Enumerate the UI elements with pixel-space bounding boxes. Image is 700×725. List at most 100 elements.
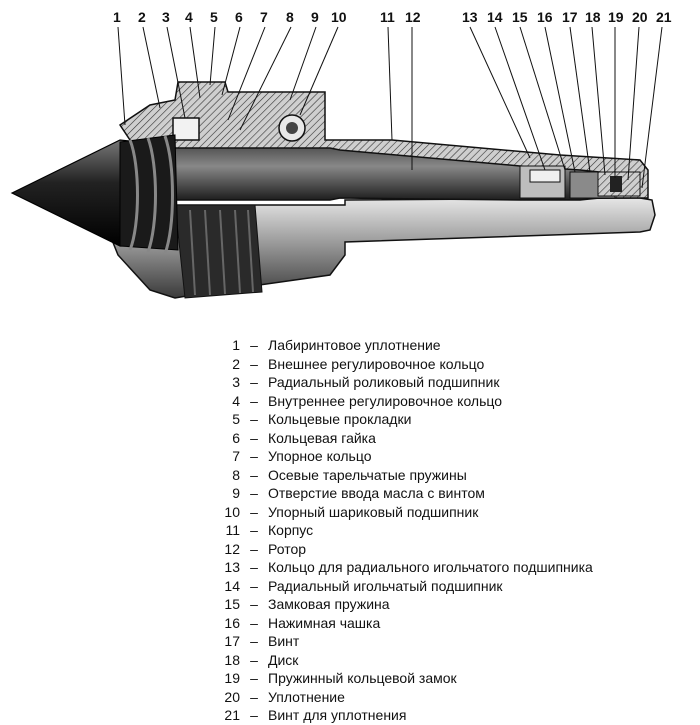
legend-item: 13–Кольцо для радиального игольчатого по… (214, 558, 694, 577)
legend-item: 2–Внешнее регулировочное кольцо (214, 355, 694, 374)
legend-item: 4–Внутреннее регулировочное кольцо (214, 392, 694, 411)
legend-label: Винт для уплотнения (268, 707, 407, 723)
legend-dash: – (250, 651, 258, 668)
legend-number: 8 (232, 466, 240, 483)
callout-19: 19 (608, 9, 624, 25)
legend-dash: – (250, 374, 258, 390)
callout-11: 11 (380, 9, 395, 25)
legend-number: 2 (232, 355, 240, 372)
legend-label: Отверстие ввода масла с винтом (268, 485, 485, 501)
legend-number: 14 (224, 577, 240, 594)
legend-dash: – (250, 596, 258, 612)
callout-7: 7 (260, 9, 268, 25)
legend-label: Внешнее регулировочное кольцо (268, 355, 485, 372)
legend-item: 15–Замковая пружина (214, 595, 694, 614)
legend-dash: – (250, 633, 258, 649)
legend-label: Кольцо для радиального игольчатого подши… (268, 559, 593, 575)
callout-21: 21 (656, 9, 672, 25)
callout-17: 17 (562, 9, 578, 25)
callout-20: 20 (632, 9, 648, 25)
legend-number: 13 (224, 559, 240, 575)
legend-dash: – (250, 392, 258, 409)
legend-item: 12–Ротор (214, 540, 694, 559)
live-center-cutaway-diagram: 1 2 3 4 5 6 7 8 9 10 11 12 13 14 15 16 1… (10, 9, 672, 299)
legend-item: 19–Пружинный кольцевой замок (214, 669, 694, 688)
legend-label: Внутреннее регулировочное кольцо (268, 392, 503, 409)
legend-item: 5–Кольцевые прокладки (214, 410, 694, 429)
legend-label: Диск (268, 651, 299, 668)
callout-10: 10 (331, 9, 347, 25)
legend-number: 20 (224, 688, 240, 705)
legend-label: Осевые тарельчатые пружины (268, 466, 467, 483)
leader-lines (117, 26, 663, 189)
legend-dash: – (250, 411, 258, 427)
callout-9: 9 (311, 9, 319, 25)
legend-dash: – (250, 485, 258, 501)
legend-number: 4 (232, 392, 240, 409)
legend-item: 18–Диск (214, 651, 694, 670)
legend-label: Упорный шариковый подшипник (268, 503, 479, 520)
legend-dash: – (250, 614, 258, 631)
legend-item: 17–Винт (214, 632, 694, 651)
callout-2: 2 (138, 9, 146, 25)
legend-dash: – (250, 355, 258, 372)
housing-body (109, 197, 656, 299)
legend-dash: – (250, 448, 258, 464)
legend-dash: – (250, 577, 258, 594)
legend-label: Уплотнение (268, 688, 345, 705)
legend-item: 20–Уплотнение (214, 688, 694, 707)
legend-number: 16 (224, 614, 240, 631)
callout-16: 16 (537, 9, 553, 25)
thrust-ball-bearing (278, 114, 306, 142)
legend-dash: – (250, 540, 258, 557)
callout-4: 4 (185, 9, 193, 25)
legend-label: Радиальный игольчатый подшипник (268, 577, 503, 594)
legend-number: 21 (224, 707, 240, 723)
callout-8: 8 (286, 9, 294, 25)
legend-item: 1–Лабиринтовое уплотнение (214, 336, 694, 355)
knurled-nut (174, 204, 263, 299)
legend-item: 8–Осевые тарельчатые пружины (214, 466, 694, 485)
legend-dash: – (250, 503, 258, 520)
legend-dash: – (250, 670, 258, 686)
legend-number: 11 (225, 522, 240, 538)
legend-label: Упорное кольцо (268, 448, 372, 464)
callout-3: 3 (162, 9, 170, 25)
center-point-cone (10, 134, 179, 255)
legend-label: Кольцевая гайка (268, 429, 376, 446)
legend-number: 1 (232, 337, 240, 353)
legend-label: Ротор (268, 540, 307, 557)
legend-number: 5 (232, 411, 240, 427)
legend-number: 7 (232, 448, 240, 464)
legend-number: 10 (224, 503, 240, 520)
legend-dash: – (250, 707, 258, 723)
callout-1: 1 (113, 9, 121, 25)
legend-item: 6–Кольцевая гайка (214, 429, 694, 448)
legend-dash: – (250, 522, 258, 538)
legend-item: 21–Винт для уплотнения (214, 706, 694, 725)
legend-item: 9–Отверстие ввода масла с винтом (214, 484, 694, 503)
legend-number: 6 (232, 429, 240, 446)
legend-label: Замковая пружина (268, 596, 390, 612)
callout-labels: 1 2 3 4 5 6 7 8 9 10 11 12 13 14 15 16 1… (113, 9, 672, 25)
legend-dash: – (250, 429, 258, 446)
callout-13: 13 (462, 9, 478, 25)
callout-5: 5 (210, 9, 218, 25)
legend-label: Радиальный роликовый подшипник (268, 374, 500, 390)
legend-number: 3 (232, 374, 240, 390)
legend-number: 12 (224, 540, 240, 557)
roller-bearing (172, 117, 200, 141)
legend-item: 3–Радиальный роликовый подшипник (214, 373, 694, 392)
legend-item: 7–Упорное кольцо (214, 447, 694, 466)
legend-item: 11–Корпус (214, 521, 694, 540)
callout-15: 15 (512, 9, 528, 25)
legend-label: Кольцевые прокладки (268, 411, 412, 427)
legend-dash: – (250, 337, 258, 353)
callout-18: 18 (585, 9, 601, 25)
callout-14: 14 (487, 9, 503, 25)
rear-seal-assembly (597, 171, 641, 197)
legend-label: Винт (268, 633, 300, 649)
legend-number: 19 (224, 670, 240, 686)
legend-number: 15 (224, 596, 240, 612)
legend-number: 18 (224, 651, 240, 668)
